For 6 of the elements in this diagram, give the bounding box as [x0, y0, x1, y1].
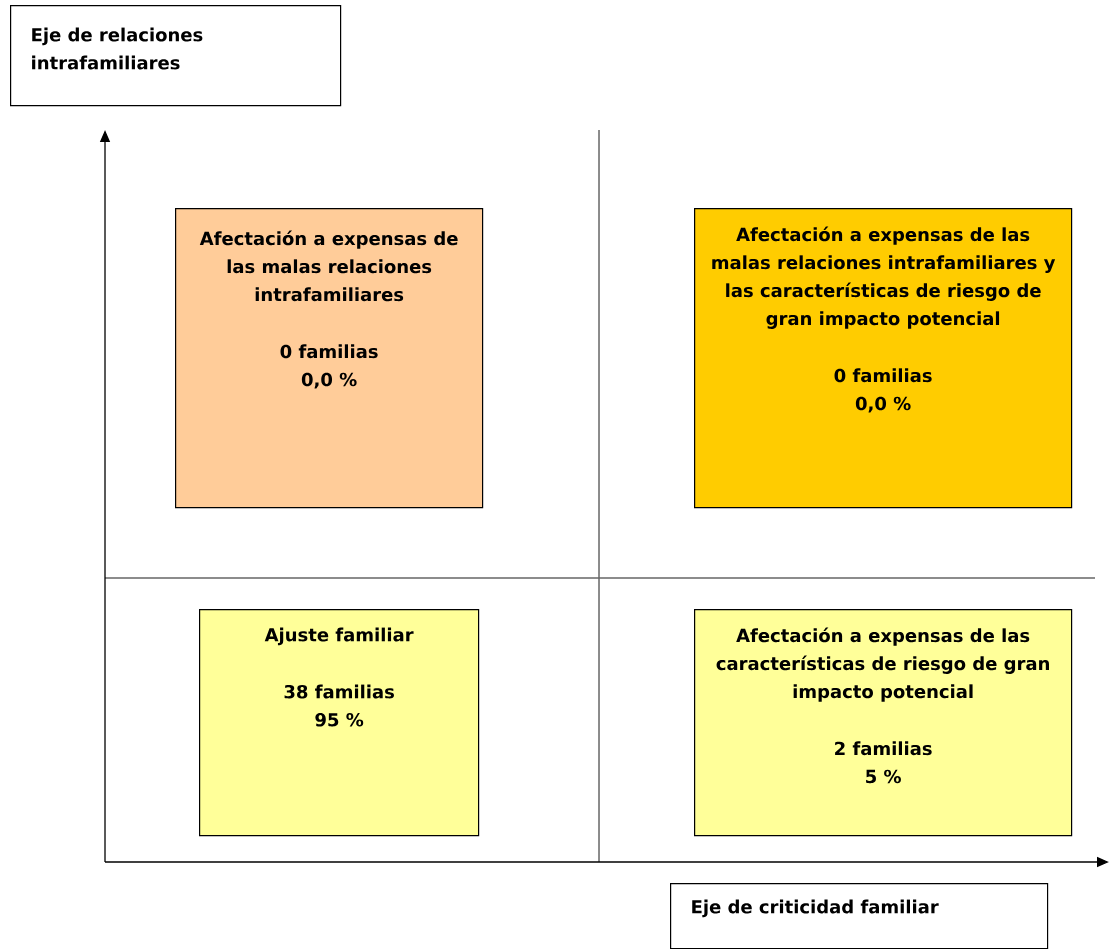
quadrant-box: Ajuste familiar 38 familias 95 %: [199, 609, 480, 837]
axis-label-box: Eje de relaciones intrafamiliares: [10, 5, 342, 107]
quadrant-box: Afectación a expensas de las malas relaciones intrafamiliares 0 familias 0,0 %: [175, 208, 484, 509]
quadrant-box: Afectación a expensas de las malas relaciones intrafamiliares y las características de riesgo de gran impacto potencial 0 familias 0,0 %: [694, 208, 1073, 509]
axis-label-box: Eje de criticidad familiar: [670, 883, 1049, 949]
quadrant-box: Afectación a expensas de las características de riesgo de gran impacto potencial 2 familias 5 %: [694, 609, 1073, 837]
